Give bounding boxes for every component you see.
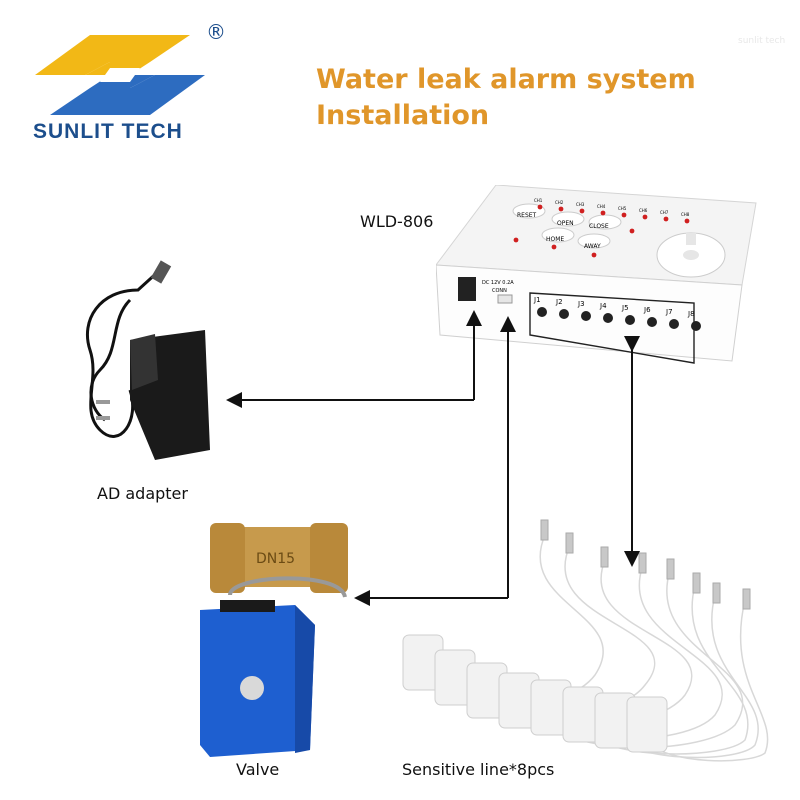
power-jack — [458, 277, 476, 301]
registered-mark: ® — [206, 20, 226, 44]
led-ch1 — [537, 204, 543, 210]
led-ch2 — [558, 206, 564, 212]
led-ch4 — [600, 210, 606, 216]
jack-j1 — [537, 307, 547, 317]
led-ch6-label: CH6 — [639, 208, 648, 213]
button-open[interactable]: OPEN — [551, 211, 585, 227]
led-ch7-label: CH7 — [660, 210, 669, 215]
jack-j5-label: J5 — [621, 304, 629, 312]
logo-diamond-icon — [35, 35, 205, 115]
led-ch5-label: CH5 — [618, 206, 627, 211]
led-ch2-label: CH2 — [555, 200, 564, 205]
buzzer-icon — [656, 232, 726, 278]
led-ch4-label: CH4 — [597, 204, 606, 209]
title-line2: Installation — [316, 100, 490, 131]
sensor-label: Sensitive line*8pcs — [402, 760, 555, 779]
jack-j7-label: J7 — [665, 308, 673, 316]
led-ch1-label: CH1 — [534, 198, 543, 203]
jack-j4 — [603, 313, 613, 323]
adapter-label: AD adapter — [97, 484, 188, 503]
controller-device: RESET OPEN CLOSE HOME AWAY CH1 CH2 CH3 C… — [436, 185, 757, 364]
led-ch8 — [684, 218, 690, 224]
page-title: Water leak alarm system Installation — [316, 62, 696, 134]
led-ch3 — [579, 208, 585, 214]
controller-model-label: WLD-806 — [360, 212, 434, 231]
jack-j2 — [559, 309, 569, 319]
brand-name: SUNLIT TECH — [33, 120, 183, 143]
ad-adapter-image — [85, 260, 210, 460]
sensor-lines-image — [402, 519, 769, 762]
jack-j6-label: J6 — [643, 306, 651, 314]
led-status-2 — [551, 244, 557, 250]
button-away-label: AWAY — [584, 243, 601, 250]
button-close[interactable]: CLOSE — [588, 214, 622, 230]
valve-image: DN15 — [200, 523, 348, 757]
jack-highlight-frame — [529, 292, 695, 364]
led-status-4 — [629, 228, 635, 234]
brand-logo — [30, 30, 210, 120]
led-status-3 — [591, 252, 597, 258]
button-home-label: HOME — [546, 236, 564, 243]
led-status-1 — [513, 237, 519, 243]
jack-j7 — [669, 319, 679, 329]
jack-j6 — [647, 317, 657, 327]
jack-j4-label: J4 — [599, 302, 607, 310]
sensor-jacks: J1 J2 J3 J4 J5 J6 J7 J8 — [533, 296, 701, 331]
jack-j5 — [625, 315, 635, 325]
button-home[interactable]: HOME — [541, 227, 575, 243]
conn-port — [497, 294, 513, 304]
conn-label: CONN — [492, 288, 507, 294]
button-away[interactable]: AWAY — [577, 233, 611, 250]
jack-j1-label: J1 — [533, 296, 541, 304]
jack-j3-label: J3 — [577, 300, 585, 308]
channel-leds: CH1 CH2 CH3 CH4 CH5 CH6 CH7 CH8 — [513, 198, 690, 258]
button-reset[interactable]: RESET — [512, 203, 546, 219]
led-ch6 — [642, 214, 648, 220]
led-ch7 — [663, 216, 669, 222]
valve-marking: DN15 — [256, 551, 295, 567]
power-label: DC 12V 0.2A — [482, 280, 514, 286]
jack-j3 — [581, 311, 591, 321]
watermark: sunlit tech — [738, 36, 786, 46]
led-ch5 — [621, 212, 627, 218]
jack-j2-label: J2 — [555, 298, 563, 306]
led-ch8-label: CH8 — [681, 212, 690, 217]
jack-j8-label: J8 — [687, 310, 695, 318]
button-close-label: CLOSE — [589, 223, 609, 230]
button-reset-label: RESET — [517, 212, 537, 219]
led-ch3-label: CH3 — [576, 202, 585, 207]
button-open-label: OPEN — [557, 220, 574, 227]
title-line1: Water leak alarm system — [316, 64, 696, 95]
valve-label: Valve — [236, 760, 280, 779]
